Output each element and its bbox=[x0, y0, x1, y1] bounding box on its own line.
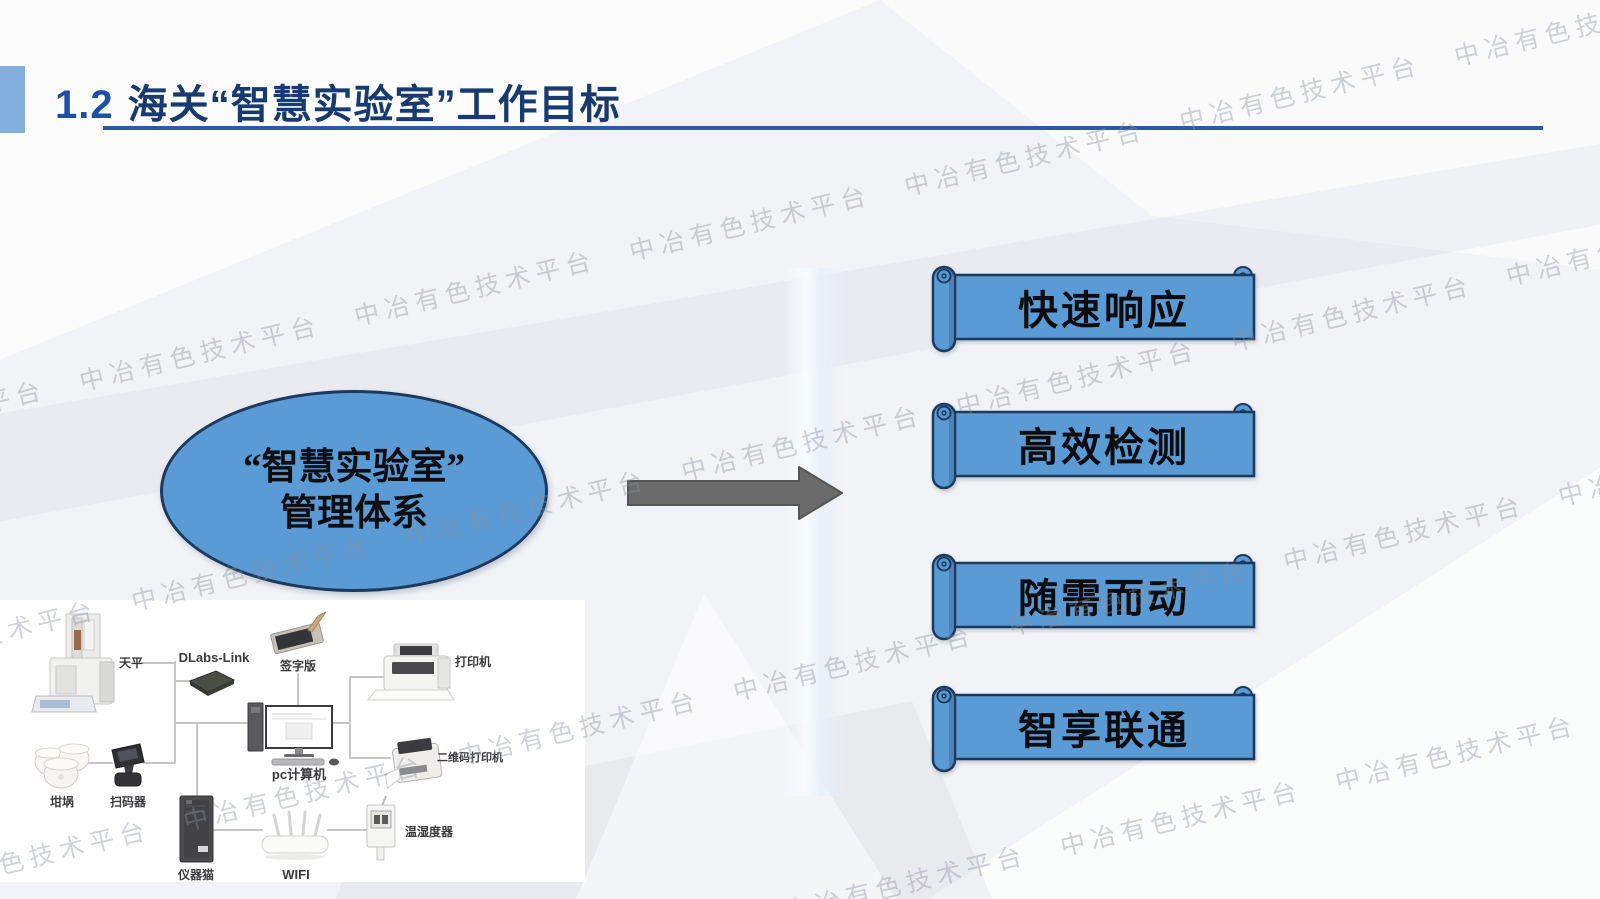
goal-label: 智享联通 bbox=[1018, 708, 1190, 753]
scroll-shape bbox=[931, 553, 1256, 641]
title-accent-bar bbox=[0, 66, 25, 133]
dlabs-link-device-image bbox=[188, 670, 236, 696]
title-underline bbox=[103, 126, 1543, 130]
watermark-text: 中冶有色技术平台 bbox=[0, 377, 50, 462]
right-arrow-icon bbox=[627, 466, 843, 520]
watermark-text: 中冶有色技术平台 bbox=[1503, 207, 1600, 292]
pc-computer-image bbox=[247, 702, 339, 766]
qr-printer-image bbox=[384, 737, 443, 790]
scroll-shape bbox=[931, 402, 1256, 490]
background-light-strip bbox=[784, 268, 846, 796]
page-title: 1.2 海关“智慧实验室”工作目标 bbox=[55, 72, 621, 130]
thermo-hygrometer-image bbox=[366, 795, 396, 861]
goal-label: 随需而动 bbox=[1018, 576, 1190, 621]
instrument-box-label: 仪器猫 bbox=[177, 867, 214, 882]
crucible-label: 坩埚 bbox=[50, 794, 74, 809]
watermark-text: 中冶有色技术平台 bbox=[76, 312, 325, 397]
watermark-text: 中冶有色技术平台 bbox=[351, 247, 600, 332]
right-arrow bbox=[627, 466, 845, 525]
barcode-scanner-image bbox=[111, 743, 145, 787]
watermark-text: 中冶有色技术平台 bbox=[1451, 0, 1600, 72]
wifi-router-label: WIFI bbox=[282, 867, 309, 882]
pc-computer-label: pc计算机 bbox=[272, 767, 326, 782]
balance-label: 天平 bbox=[119, 656, 143, 670]
lab-equipment-diagram: 天平 DLabs-Link 签字版 bbox=[0, 600, 585, 882]
watermark-text: 中冶有色技术平台 bbox=[901, 117, 1150, 202]
watermark-text: 中冶有色技术平台 bbox=[1057, 777, 1306, 862]
qr-printer-label: 二维码打印机 bbox=[437, 750, 503, 764]
printer-image bbox=[366, 643, 455, 701]
watermark-text: 中冶有色技术平台 bbox=[1591, 637, 1600, 737]
section-title: 海关“智慧实验室”工作目标 bbox=[127, 83, 621, 127]
watermark-text: 中冶有色技术平台 bbox=[782, 842, 1031, 899]
section-number: 1.2 bbox=[55, 83, 114, 127]
goal-label: 快速响应 bbox=[1018, 288, 1190, 333]
scroll-shape bbox=[931, 265, 1256, 353]
scroll-shape bbox=[931, 685, 1256, 773]
balance-device-image bbox=[31, 613, 115, 713]
goal-label: 高效检测 bbox=[1018, 425, 1190, 470]
crucible-image bbox=[34, 743, 90, 789]
goal-banner-1: 快速响应 bbox=[930, 262, 1262, 357]
signature-pad-label: 签字版 bbox=[279, 658, 316, 673]
goal-banner-3: 随需而动 bbox=[930, 550, 1262, 645]
dlabs-link-label: DLabs-Link bbox=[179, 650, 251, 665]
barcode-scanner-label: 扫码器 bbox=[110, 794, 147, 809]
ellipse-line1: “智慧实验室” bbox=[243, 446, 465, 488]
management-system-ellipse: “智慧实验室” 管理体系 bbox=[160, 390, 548, 592]
goal-banner-4: 智享联通 bbox=[930, 682, 1262, 777]
watermark-text: 中冶有色技术平台 bbox=[1332, 712, 1581, 797]
instrument-box-image bbox=[179, 795, 214, 863]
watermark-text: 中冶有色技术平台 bbox=[1555, 427, 1600, 512]
printer-label: 打印机 bbox=[455, 654, 491, 669]
connection-lines bbox=[86, 661, 391, 831]
goal-banner-2: 高效检测 bbox=[930, 399, 1262, 494]
ellipse-line2: 管理体系 bbox=[280, 493, 428, 534]
watermark-text: 中冶有色技术平台 bbox=[1280, 492, 1529, 577]
thermo-hygrometer-label: 温湿度器 bbox=[405, 824, 454, 839]
watermark-text: 中冶有色技术平台 bbox=[626, 182, 875, 267]
signature-pad-image bbox=[270, 611, 327, 655]
wifi-router-image bbox=[261, 810, 329, 860]
